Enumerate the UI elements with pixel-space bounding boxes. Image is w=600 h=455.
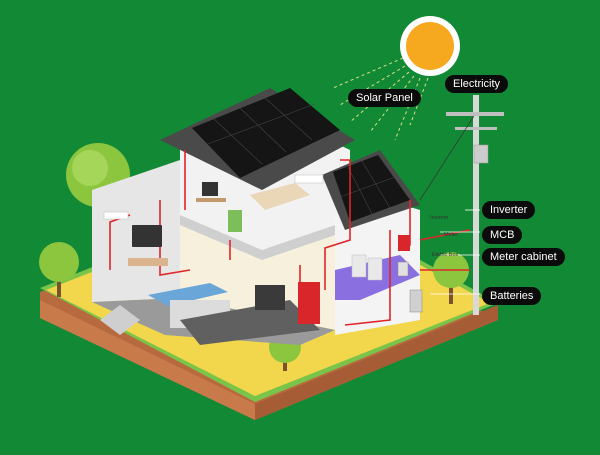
small-label-electric-box: Eletric Box: [432, 252, 459, 258]
roof-annex: [322, 150, 420, 230]
label-meter-cabinet: Meter cabinet: [482, 248, 565, 266]
label-mcb: MCB: [482, 226, 523, 244]
label-leader-lines: [430, 209, 480, 295]
inverter-box: [398, 235, 410, 251]
sun-icon: [400, 16, 460, 76]
electric-box: [397, 261, 409, 277]
label-solar-panel: Solar Panel: [348, 89, 421, 107]
tree-left-small: [39, 242, 79, 297]
small-label-inverter: Inverter: [430, 215, 449, 221]
label-batteries: Batteries: [482, 287, 542, 305]
roof-main: [160, 88, 355, 190]
label-electricity: Electricity: [445, 75, 509, 93]
battery-unit: [409, 289, 423, 313]
small-label-meter: Meter: [444, 232, 459, 238]
interior: [100, 174, 383, 345]
utility-pole: [419, 95, 504, 315]
electrical-wiring: [109, 150, 471, 326]
label-inverter: Inverter: [482, 201, 536, 219]
